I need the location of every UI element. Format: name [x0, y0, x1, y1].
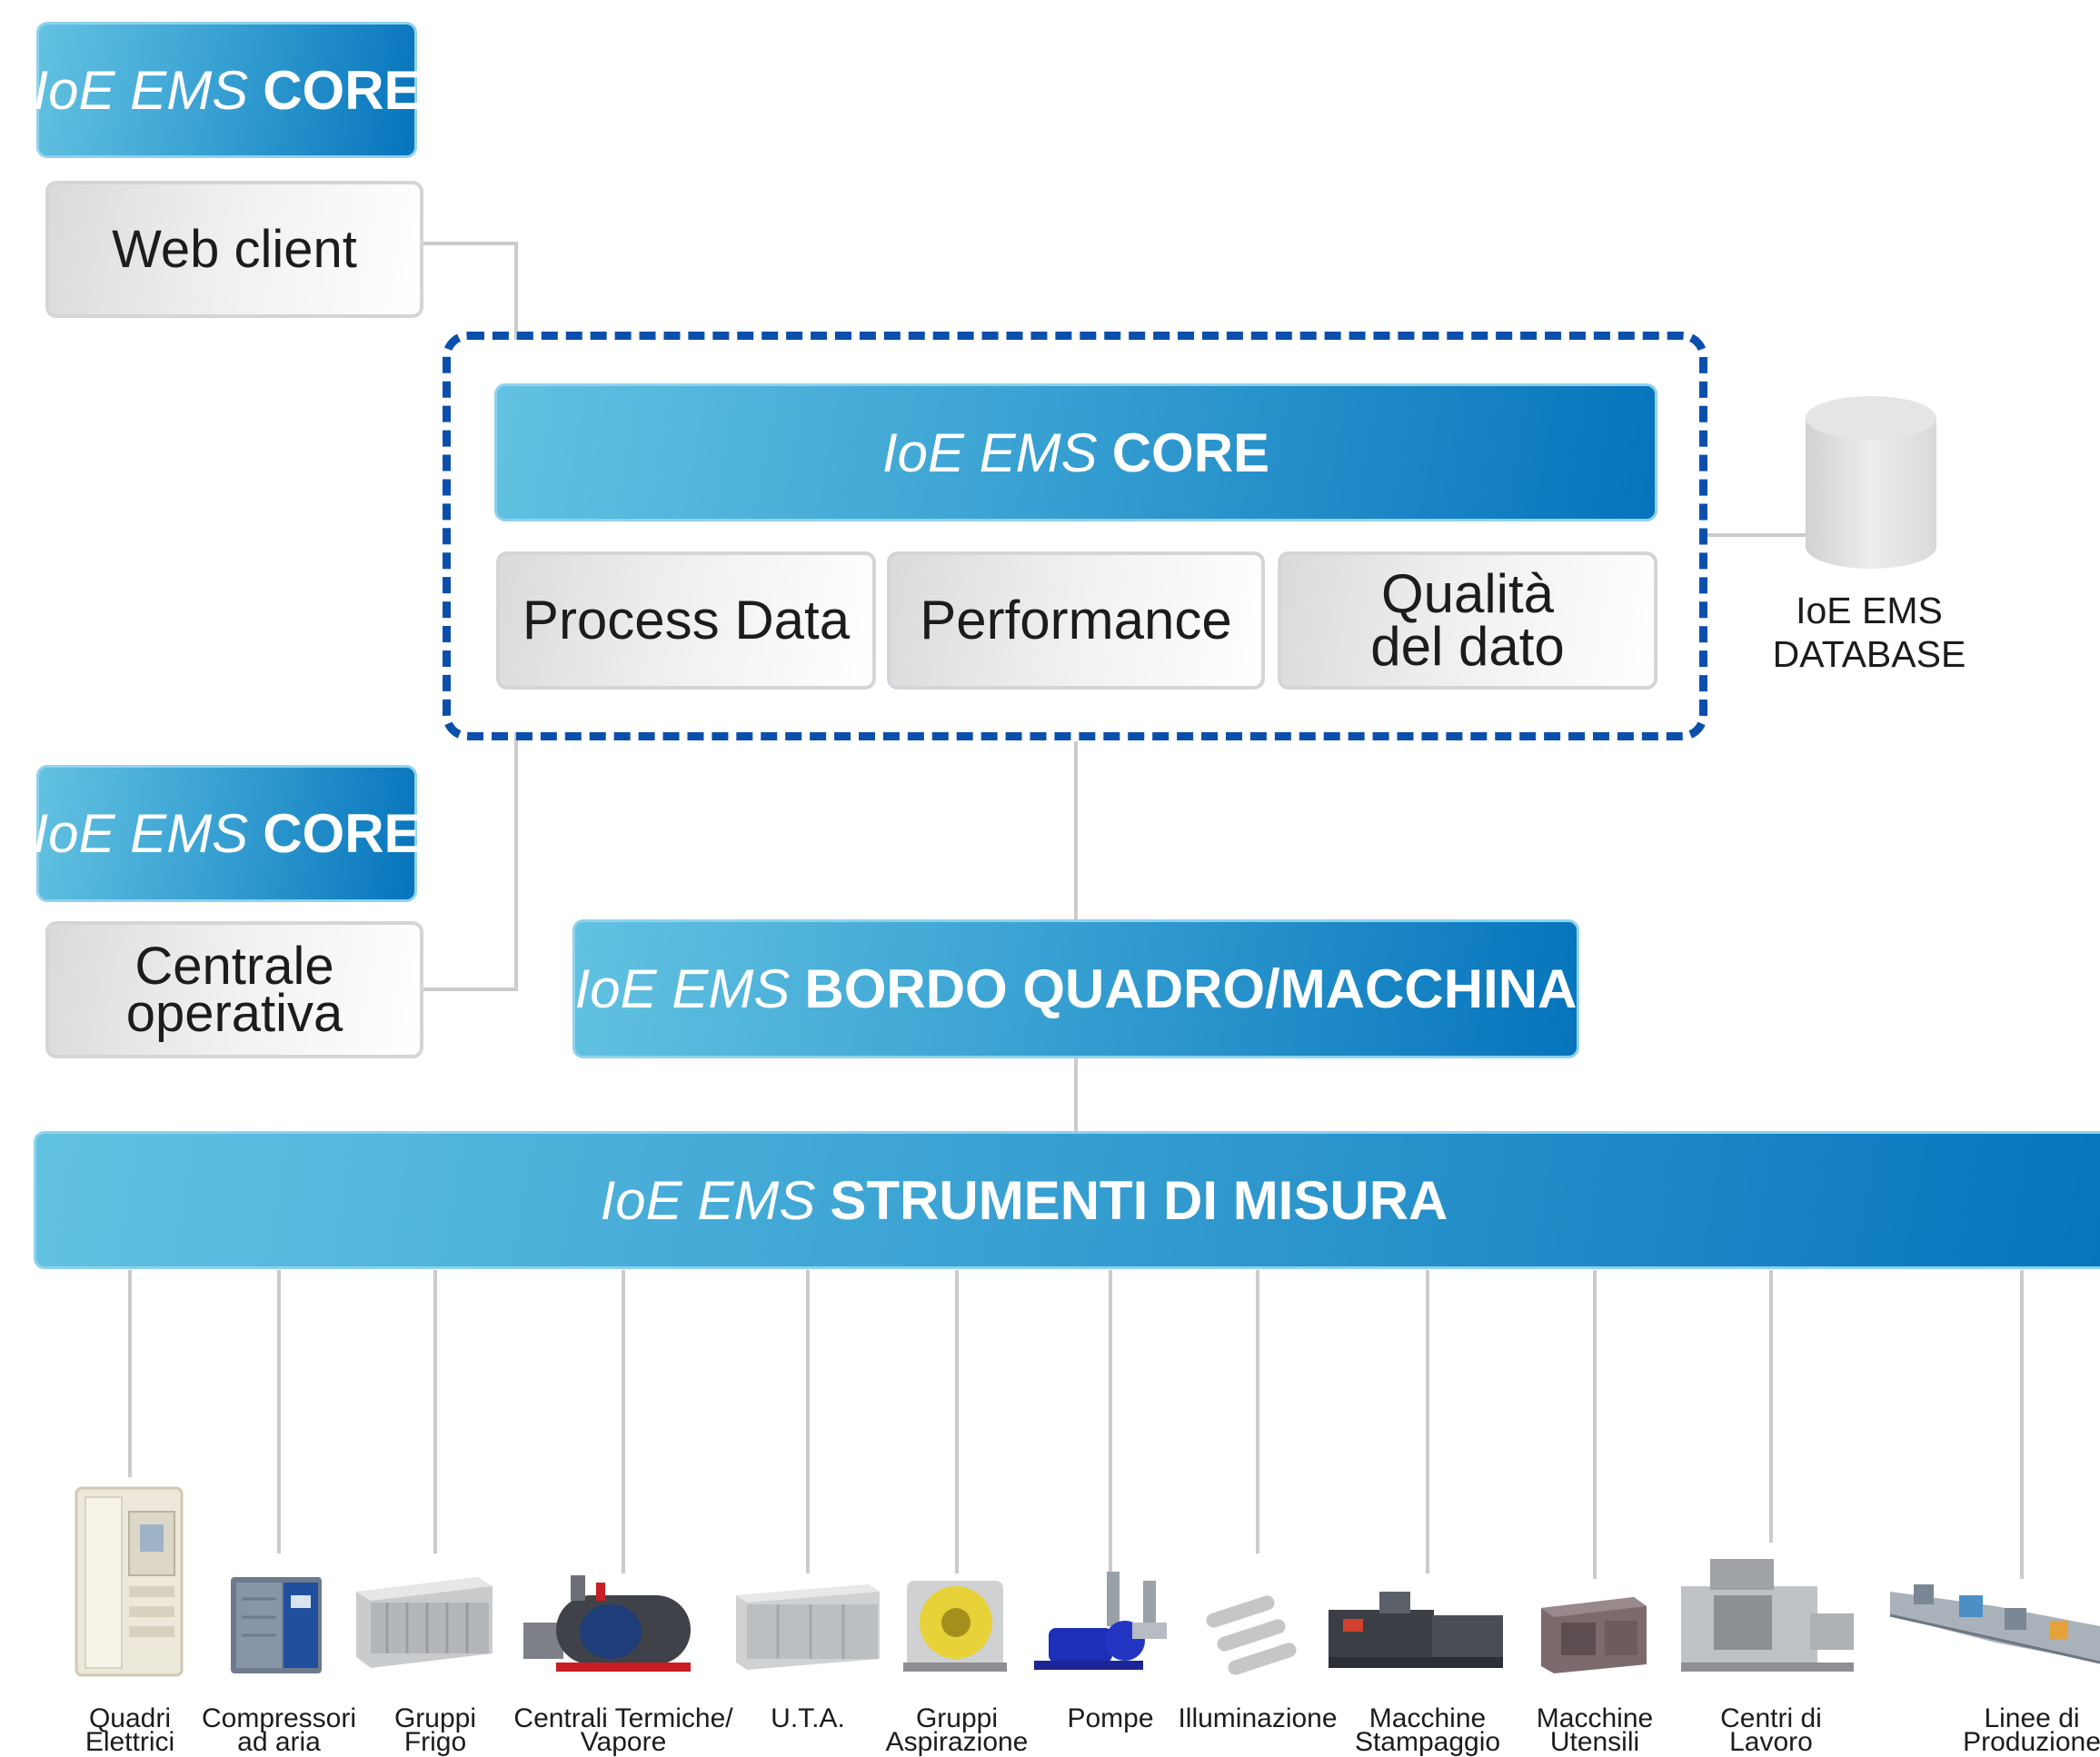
device-label-line1: Illuminazione	[1178, 1703, 1338, 1733]
drop-line	[2020, 1270, 2024, 1579]
molding-machine-icon	[1329, 1592, 1503, 1668]
module-data-quality-line2: del dato	[1370, 616, 1565, 677]
drop-line	[277, 1270, 281, 1554]
web-client-box: Web client	[45, 181, 423, 318]
core-group-frame	[443, 332, 1707, 740]
connector-edge-instruments	[1074, 1057, 1078, 1132]
device-label-linee: Linee di Produzione	[1963, 1703, 2100, 1757]
device-label-line1: Macchine	[1368, 1703, 1487, 1733]
connector-webclient-h	[422, 242, 518, 245]
module-data-quality: Qualità del dato	[1278, 551, 1657, 690]
air-compressor-icon	[231, 1577, 322, 1673]
instruments-brand: IoE EMS	[600, 1169, 816, 1231]
machine-tool-icon	[1541, 1597, 1647, 1673]
connector-database	[1707, 533, 1807, 537]
drop-line	[1769, 1270, 1773, 1543]
module-process-data: Process Data	[496, 551, 876, 690]
device-label-line2: Aspirazione	[885, 1727, 1029, 1757]
edge-brand: IoE EMS	[574, 958, 791, 1019]
device-label-line1: Quadri	[88, 1703, 172, 1733]
machining-center-icon	[1681, 1559, 1854, 1672]
production-line-icon	[1889, 1584, 2100, 1664]
device-label-illuminazione: Illuminazione	[1178, 1703, 1338, 1733]
air-handling-unit-icon	[736, 1584, 880, 1670]
device-label-utensili: Macchine Utensili	[1536, 1703, 1654, 1757]
top-core-brand: IoE EMS	[33, 59, 249, 121]
device-label-line2: Stampaggio	[1354, 1727, 1501, 1757]
drop-line	[955, 1270, 959, 1573]
device-label-line2: ad aria	[237, 1727, 321, 1757]
device-label-line2: Elettrici	[85, 1727, 175, 1757]
device-label-line1: Gruppi	[393, 1703, 477, 1733]
connector-control-v	[514, 732, 518, 991]
device-label-line1: Macchine	[1536, 1703, 1654, 1733]
chiller-icon	[356, 1577, 493, 1668]
mid-core-brand: IoE EMS	[33, 803, 249, 864]
device-label-frigo: Gruppi Frigo	[393, 1703, 477, 1757]
main-core-title: CORE	[1111, 422, 1270, 483]
device-label-line2: Vapore	[580, 1727, 667, 1757]
device-label-pompe: Pompe	[1067, 1703, 1154, 1733]
control-room-line2: operativa	[125, 983, 343, 1043]
module-data-quality-line1: Qualità	[1380, 563, 1555, 624]
web-client-label: Web client	[112, 219, 357, 279]
top-core-title: CORE	[263, 59, 421, 121]
device-label-line2: Lavoro	[1729, 1727, 1813, 1757]
device-label-uta: U.T.A.	[771, 1703, 845, 1733]
drop-line	[1593, 1270, 1597, 1579]
main-core-brand: IoE EMS	[881, 422, 1098, 483]
connector-control-h	[422, 988, 518, 991]
control-room-box: Centrale operativa	[45, 921, 423, 1058]
device-label-line1: Pompe	[1067, 1703, 1154, 1733]
drop-line	[1426, 1270, 1429, 1573]
device-label-line1: Centri di	[1720, 1703, 1822, 1733]
module-performance: Performance	[887, 551, 1265, 690]
device-label-line2: Frigo	[403, 1727, 467, 1757]
device-label-line1: Compressori	[201, 1703, 357, 1733]
device-label-centri: Centri di Lavoro	[1720, 1703, 1822, 1757]
control-room-line1: Centrale	[134, 936, 334, 996]
drop-line	[622, 1270, 625, 1573]
database-icon	[1806, 396, 1936, 569]
database-label-line1: IoE EMS	[1796, 590, 1943, 631]
device-label-line1: Centrali Termiche/	[513, 1703, 733, 1733]
device-label-compressori: Compressori ad aria	[201, 1703, 357, 1757]
drop-line	[806, 1270, 810, 1573]
lighting-icon	[1206, 1595, 1297, 1675]
device-label-line2: Produzione	[1963, 1727, 2100, 1757]
drop-line	[433, 1270, 437, 1554]
device-label-line1: U.T.A.	[771, 1703, 845, 1733]
edge-title: BORDO QUADRO/MACCHINA	[804, 958, 1577, 1019]
device-label-line1: Gruppi	[915, 1703, 999, 1733]
device-label-termiche: Centrali Termiche/ Vapore	[513, 1703, 733, 1757]
connector-webclient-v	[514, 242, 518, 340]
drop-line	[1256, 1270, 1259, 1554]
instruments-title: STRUMENTI DI MISURA	[830, 1169, 1448, 1231]
boiler-icon	[523, 1575, 691, 1672]
database-label-line2: DATABASE	[1772, 633, 1966, 675]
device-label-line2: Utensili	[1549, 1727, 1640, 1757]
device-label-line1: Linee di	[1984, 1703, 2080, 1733]
drop-line	[1109, 1270, 1112, 1573]
module-performance-label: Performance	[920, 590, 1232, 650]
mid-core-title: CORE	[263, 803, 421, 864]
drop-line	[128, 1270, 132, 1477]
electrical-cabinet-icon	[75, 1486, 184, 1677]
device-label-aspirazione: Gruppi Aspirazione	[885, 1703, 1029, 1757]
module-process-data-label: Process Data	[522, 590, 851, 650]
device-label-quadri: Quadri Elettrici	[85, 1703, 175, 1757]
device-label-stampaggio: Macchine Stampaggio	[1354, 1703, 1501, 1757]
database-label: IoE EMS DATABASE	[1754, 589, 1985, 676]
extraction-fan-icon	[903, 1581, 1007, 1672]
pump-icon	[1034, 1572, 1167, 1670]
connector-core-edge	[1074, 741, 1078, 921]
